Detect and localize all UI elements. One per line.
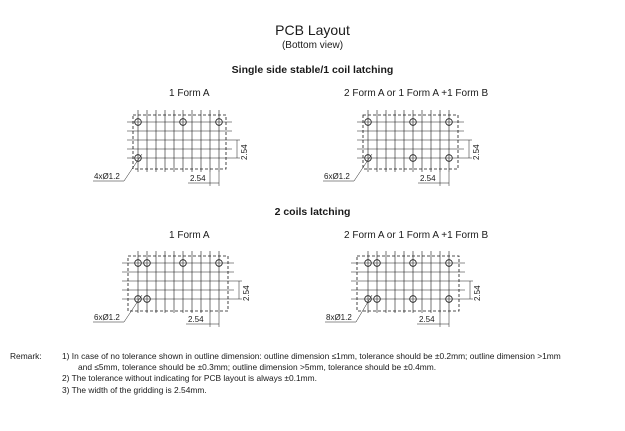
- hole-callout-bl: 6xØ1.2: [94, 313, 120, 322]
- pitch-h-br: 2.54: [419, 315, 435, 324]
- pcb-diagram-two-coils-2forma: [325, 251, 473, 327]
- layout-label-br: 2 Form A or 1 Form A +1 Form B: [344, 230, 489, 241]
- remark-1-num: 1): [62, 351, 70, 361]
- pitch-v-tl: 2.54: [240, 144, 249, 160]
- hole-callout-tl: 4xØ1.2: [94, 172, 120, 181]
- pitch-v-bl: 2.54: [242, 285, 251, 301]
- layout-label-bl: 1 Form A: [169, 230, 210, 241]
- pitch-h-tl: 2.54: [190, 174, 206, 183]
- remark-2-line-1: The tolerance without indicating for PCB…: [71, 373, 317, 384]
- hole-callout-br: 8xØ1.2: [326, 313, 352, 322]
- pitch-h-bl: 2.54: [188, 315, 204, 324]
- section-heading-single-coil: Single side stable/1 coil latching: [231, 64, 394, 76]
- section-heading-two-coils: 2 coils latching: [274, 206, 351, 218]
- remark-3-num: 3): [62, 384, 70, 395]
- layout-label-tl: 1 Form A: [169, 88, 210, 99]
- pcb-diagram-single-2forma: [323, 110, 472, 186]
- pitch-v-br: 2.54: [473, 285, 482, 301]
- pcb-diagram-single-1forma: [93, 110, 240, 186]
- remarks-prefix: Remark:: [10, 351, 42, 361]
- remark-2-num: 2): [62, 373, 70, 384]
- page-title: PCB Layout: [275, 22, 350, 38]
- remark-3-line-1: The width of the gridding is 2.54mm.: [71, 384, 207, 395]
- remark-1-line-1: In case of no tolerance shown in outline…: [71, 351, 561, 361]
- page-subtitle: (Bottom view): [281, 40, 344, 51]
- pitch-h-tr: 2.54: [420, 174, 436, 183]
- pcb-diagram-two-coils-1forma: [93, 251, 242, 327]
- remark-1-line-2: and ≤5mm, tolerance should be ±0.3mm; ou…: [78, 362, 437, 373]
- remarks-block: Remark: 1) In case of no tolerance shown …: [10, 351, 561, 396]
- hole-callout-tr: 6xØ1.2: [324, 172, 350, 181]
- layout-label-tr: 2 Form A or 1 Form A +1 Form B: [344, 88, 489, 99]
- pitch-v-tr: 2.54: [472, 144, 481, 160]
